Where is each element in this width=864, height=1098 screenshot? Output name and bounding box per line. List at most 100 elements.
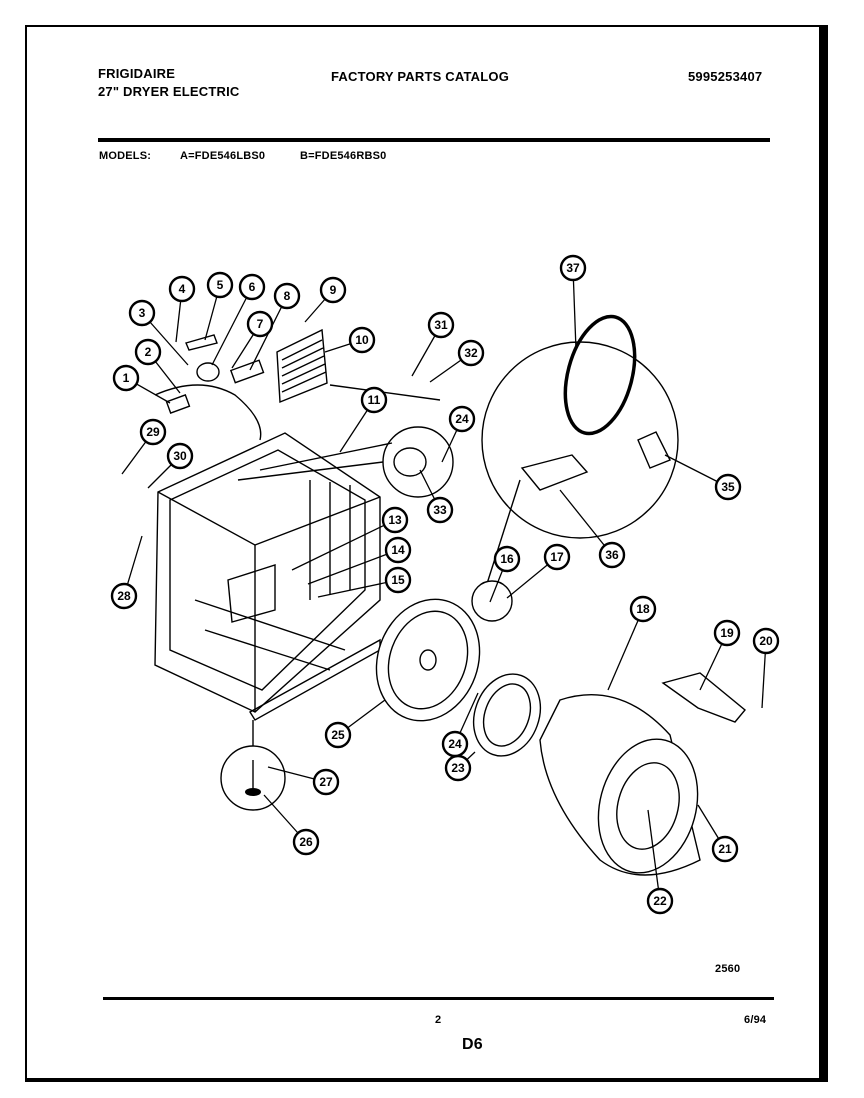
callout-17: 17 xyxy=(543,543,571,571)
callout-1: 1 xyxy=(112,364,140,392)
callout-37: 37 xyxy=(559,254,587,282)
callout-2: 2 xyxy=(134,338,162,366)
callout-label: 24 xyxy=(448,737,462,751)
callout-31: 31 xyxy=(427,311,455,339)
section-code: D6 xyxy=(462,1036,483,1053)
callout-18: 18 xyxy=(629,595,657,623)
model-b: B=FDE546RBS0 xyxy=(300,150,387,162)
callout-10: 10 xyxy=(348,326,376,354)
header-rule xyxy=(98,138,770,142)
lint-filter xyxy=(276,328,328,404)
callout-leader xyxy=(291,519,396,571)
top-parts-cluster xyxy=(154,334,441,441)
callout-label: 33 xyxy=(433,503,447,517)
leveling-leg-detail xyxy=(220,720,286,811)
model-a: A=FDE546LBS0 xyxy=(180,150,266,162)
callout-label: 5 xyxy=(217,278,224,292)
callout-label: 35 xyxy=(721,480,735,494)
callout-label: 27 xyxy=(319,775,333,789)
dryer-cabinet xyxy=(154,432,381,721)
callout-label: 22 xyxy=(653,894,667,908)
callout-label: 31 xyxy=(434,318,448,332)
callout-8: 8 xyxy=(273,282,301,310)
callout-9: 9 xyxy=(319,276,347,304)
callout-25: 25 xyxy=(324,721,352,749)
callout-leader xyxy=(647,809,661,902)
callout-14: 14 xyxy=(384,536,412,564)
callout-label: 10 xyxy=(355,333,369,347)
callout-15: 15 xyxy=(384,566,412,594)
callout-4: 4 xyxy=(168,275,196,303)
callout-19: 19 xyxy=(713,619,741,647)
callout-leader xyxy=(607,608,644,691)
callout-21: 21 xyxy=(711,835,739,863)
callout-label: 25 xyxy=(331,728,345,742)
callout-36: 36 xyxy=(598,541,626,569)
callout-33: 33 xyxy=(426,496,454,524)
callout-label: 37 xyxy=(566,261,580,275)
callout-label: 26 xyxy=(299,835,313,849)
callout-label: 4 xyxy=(179,282,186,296)
callout-leader xyxy=(211,286,253,366)
callout-leader xyxy=(572,267,577,351)
callout-label: 6 xyxy=(249,280,256,294)
drum-assembly xyxy=(472,672,746,876)
callout-27: 27 xyxy=(312,768,340,796)
callout-24: 24 xyxy=(448,405,476,433)
callout-label: 15 xyxy=(391,573,405,587)
models-label: MODELS: xyxy=(99,150,152,162)
callout-label: 1 xyxy=(123,371,130,385)
callout-label: 7 xyxy=(257,317,264,331)
callout-label: 20 xyxy=(759,634,773,648)
drawing-number: 2560 xyxy=(715,963,741,975)
callout-label: 17 xyxy=(550,550,564,564)
callout-5: 5 xyxy=(206,271,234,299)
callout-label: 9 xyxy=(330,283,337,297)
callout-label: 19 xyxy=(720,626,734,640)
callout-30: 30 xyxy=(166,442,194,470)
callout-label: 18 xyxy=(636,602,650,616)
callout-29: 29 xyxy=(139,418,167,446)
callout-label: 16 xyxy=(500,552,514,566)
callout-13: 13 xyxy=(381,506,409,534)
callout-leader xyxy=(559,489,613,556)
motor-detail-circle xyxy=(481,314,679,591)
callout-leader xyxy=(249,295,288,371)
callout-leader xyxy=(317,579,399,598)
callout-label: 2 xyxy=(145,345,152,359)
callout-label: 23 xyxy=(451,761,465,775)
callout-label: 3 xyxy=(139,306,146,320)
callout-label: 29 xyxy=(146,425,160,439)
catalog-number: 5995253407 xyxy=(688,69,763,84)
callout-label: 13 xyxy=(388,513,402,527)
callout-3: 3 xyxy=(128,299,156,327)
callout-20: 20 xyxy=(752,627,780,655)
callout-label: 14 xyxy=(391,543,405,557)
callout-label: 11 xyxy=(368,393,381,407)
callout-6: 6 xyxy=(238,273,266,301)
callout-24: 24 xyxy=(441,730,469,758)
callout-16: 16 xyxy=(493,545,521,573)
callout-23: 23 xyxy=(444,754,472,782)
footer-date: 6/94 xyxy=(744,1014,767,1026)
callout-label: 36 xyxy=(605,548,619,562)
brand-name: FRIGIDAIRE xyxy=(98,66,176,81)
callout-7: 7 xyxy=(246,310,274,338)
callout-label: 32 xyxy=(464,346,478,360)
callout-22: 22 xyxy=(646,887,674,915)
rear-bulkhead xyxy=(375,580,513,722)
callout-label: 24 xyxy=(455,412,469,426)
page-number: 2 xyxy=(435,1014,442,1026)
catalog-title: FACTORY PARTS CATALOG xyxy=(331,69,510,84)
callout-35: 35 xyxy=(714,473,742,501)
callout-28: 28 xyxy=(110,582,138,610)
callout-leader xyxy=(307,549,399,585)
heater-detail xyxy=(237,426,454,498)
footer-rule xyxy=(103,997,774,1000)
callout-label: 28 xyxy=(117,589,131,603)
callout-32: 32 xyxy=(457,339,485,367)
callout-label: 30 xyxy=(173,449,187,463)
callout-11: 11 xyxy=(360,386,388,414)
